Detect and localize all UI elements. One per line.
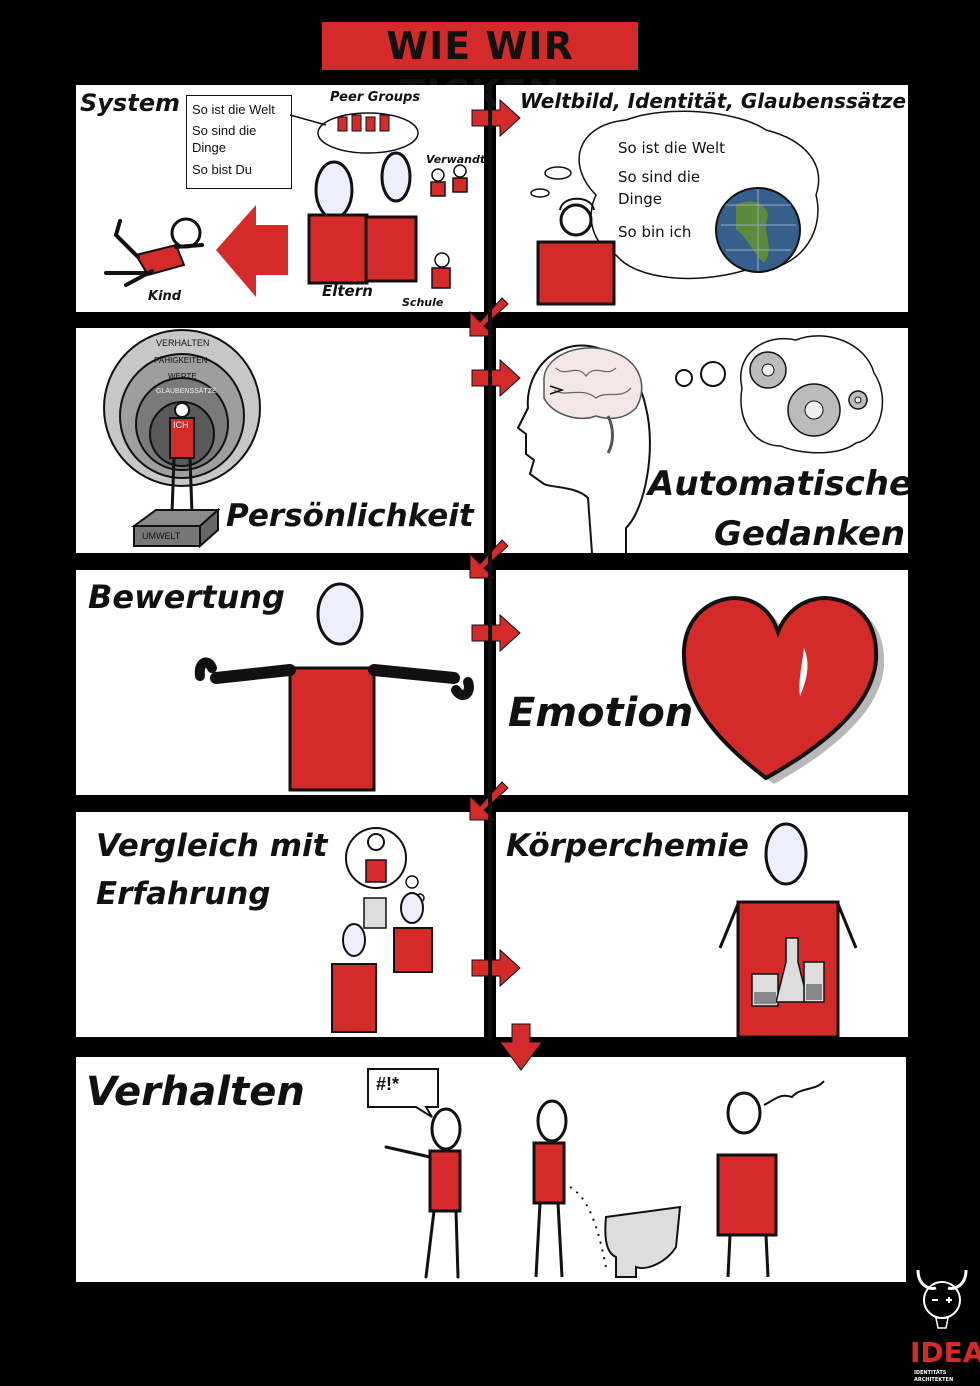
weltbild-thought-2: So sind die xyxy=(618,168,701,186)
ring-werte: WERTE xyxy=(168,372,197,381)
ring-faehigkeiten: FÄHIGKEITEN xyxy=(154,356,208,365)
personality-rings-illustration xyxy=(103,329,261,549)
ring-glaubenssaetze: GLAUBENSSÄTZE xyxy=(156,388,217,395)
schule-label: Schule xyxy=(402,296,444,309)
vergleich-heading-line-1: Vergleich mit xyxy=(96,828,328,864)
system-box-line-3: Dinge xyxy=(192,140,226,155)
brain-gears-illustration xyxy=(516,335,884,553)
behavior-people-illustration xyxy=(367,1068,825,1279)
panel-emotion: Emotion xyxy=(496,570,908,795)
koerperchemie-heading: Körperchemie xyxy=(506,828,749,864)
panel-persoenlichkeit: VERHALTEN FÄHIGKEITEN WERTE GLAUBENSSÄTZ… xyxy=(76,328,484,553)
panel-system: System So ist die Welt So sind die Dinge… xyxy=(76,85,484,312)
devil-bulb-icon xyxy=(916,1269,968,1329)
logo-text: IDEA xyxy=(910,1336,980,1369)
ring-verhalten: VERHALTEN xyxy=(156,338,210,348)
system-box-line-1: So ist die Welt xyxy=(192,102,275,117)
system-box-line-2: So sind die xyxy=(192,123,257,138)
speech-text: #!* xyxy=(376,1074,400,1094)
panel-automatische-gedanken: Automatische Gedanken xyxy=(496,328,908,553)
memory-people-illustration xyxy=(331,827,433,1033)
logo-subtitle-2: ARCHITEKTEN xyxy=(914,1377,954,1383)
verwandte-label: Verwandte xyxy=(426,153,484,166)
thinking-person-illustration xyxy=(530,110,820,306)
thumbs-person-illustration xyxy=(194,582,474,792)
weltbild-thought-1: So ist die Welt xyxy=(618,139,726,157)
bewertung-heading: Bewertung xyxy=(88,578,285,616)
verhalten-heading: Verhalten xyxy=(86,1069,305,1115)
gedanken-heading-line-2: Gedanken xyxy=(714,514,906,553)
system-info-box: So ist die Welt So sind die Dinge So bis… xyxy=(186,95,292,189)
panel-verhalten: Verhalten #!* xyxy=(76,1057,906,1282)
ich-label: ICH xyxy=(173,420,189,430)
idea-logo: IDEA IDENTITÄTS ARCHITEKTEN xyxy=(910,1266,980,1384)
panel-vergleich: Vergleich mit Erfahrung xyxy=(76,812,484,1037)
panel-koerperchemie: Körperchemie xyxy=(496,812,908,1037)
panel-weltbild: Weltbild, Identität, Glaubenssätze So is… xyxy=(496,85,908,312)
weltbild-thought-3: Dinge xyxy=(618,190,662,208)
vergleich-heading-line-2: Erfahrung xyxy=(96,876,271,912)
system-heading: System xyxy=(80,89,180,117)
chemistry-body-illustration xyxy=(718,822,858,1037)
family-illustration xyxy=(104,112,468,297)
heart-icon xyxy=(681,595,885,784)
emotion-heading: Emotion xyxy=(508,690,694,736)
gedanken-heading-line-1: Automatische xyxy=(648,464,908,504)
panel-bewertung: Bewertung xyxy=(76,570,484,795)
weltbild-thought-4: So bin ich xyxy=(618,223,692,241)
system-box-line-4: So bist Du xyxy=(192,162,252,177)
weltbild-heading: Weltbild, Identität, Glaubenssätze xyxy=(520,89,907,113)
persoenlichkeit-heading: Persönlichkeit xyxy=(226,498,474,534)
eltern-label: Eltern xyxy=(322,282,373,300)
peer-groups-label: Peer Groups xyxy=(330,90,421,105)
kind-label: Kind xyxy=(148,289,182,304)
umwelt-label: UMWELT xyxy=(142,531,181,541)
logo-subtitle-1: IDENTITÄTS xyxy=(914,1370,947,1376)
